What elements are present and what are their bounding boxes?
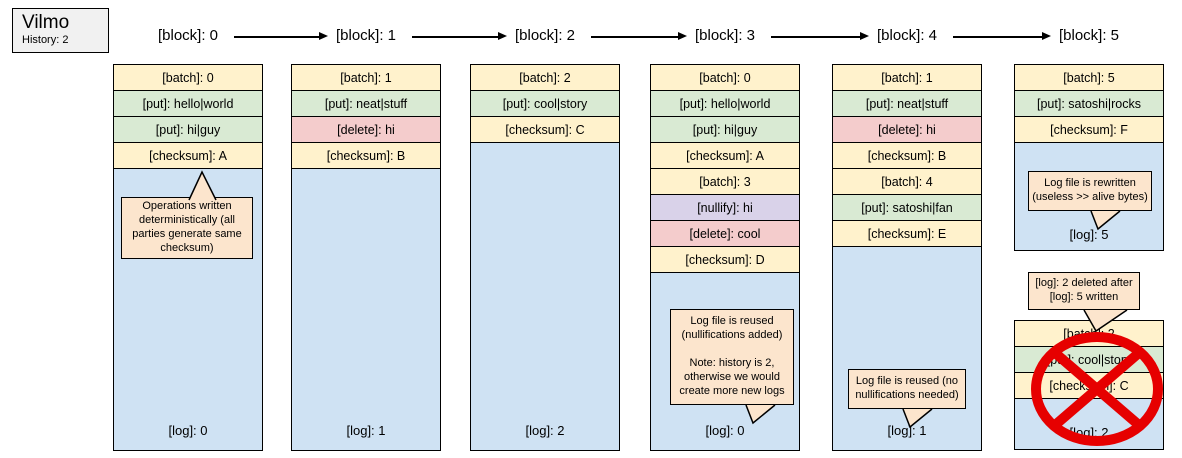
log-label: [log]: 0: [168, 423, 208, 438]
op-row-put: [put]: hi|guy: [113, 116, 263, 143]
block-header-5: [block]: 5: [1058, 27, 1120, 44]
op-row-nullify: [nullify]: hi: [650, 194, 800, 221]
op-stack: [batch]: 1[put]: neat|stuff[delete]: hi[…: [832, 64, 982, 247]
red-cross-circle-icon: [1031, 332, 1163, 446]
log-label: [log]: 1: [346, 423, 386, 438]
op-row-batch: [batch]: 0: [650, 64, 800, 91]
op-row-put: [put]: cool|story: [470, 90, 620, 117]
block-header-0: [block]: 0: [157, 27, 219, 44]
op-row-batch: [batch]: 1: [291, 64, 441, 91]
op-row-checksum: [checksum]: B: [832, 142, 982, 169]
block-column-4: [batch]: 1[put]: neat|stuff[delete]: hi[…: [832, 64, 982, 451]
log-file-box: Log file is reused (nullifications added…: [650, 272, 800, 451]
op-row-checksum: [checksum]: A: [650, 142, 800, 169]
callout-log-rewritten: Log file is rewritten (useless >> alive …: [1028, 171, 1152, 211]
op-row-batch: [batch]: 2: [470, 64, 620, 91]
op-row-batch: [batch]: 3: [650, 168, 800, 195]
flow-arrow-icon: [591, 33, 687, 39]
log-file-box: Log file is reused (no nullifications ne…: [832, 246, 982, 451]
flow-arrow-icon: [234, 33, 328, 39]
log-file-box: [log]: 1: [291, 168, 441, 451]
block-header-4: [block]: 4: [876, 27, 938, 44]
op-row-put: [put]: neat|stuff: [291, 90, 441, 117]
op-stack: [batch]: 2[put]: cool|story[checksum]: C: [470, 64, 620, 143]
callout-tail-icon: [745, 404, 776, 425]
callout-operations-deterministic: Operations written deterministically (al…: [121, 197, 253, 259]
op-stack: [batch]: 0[put]: hello|world[put]: hi|gu…: [650, 64, 800, 273]
callout-tail-icon: [902, 408, 933, 429]
op-row-checksum: [checksum]: E: [832, 220, 982, 247]
block-column-0: [batch]: 0[put]: hello|world[put]: hi|gu…: [113, 64, 263, 451]
block-column-3: [batch]: 0[put]: hello|world[put]: hi|gu…: [650, 64, 800, 451]
log-label: [log]: 0: [705, 423, 745, 438]
op-stack: [batch]: 5[put]: satoshi|rocks[checksum]…: [1014, 64, 1164, 143]
block-column-2: [batch]: 2[put]: cool|story[checksum]: C…: [470, 64, 620, 451]
op-row-put: [put]: satoshi|rocks: [1014, 90, 1164, 117]
op-row-checksum: [checksum]: A: [113, 142, 263, 169]
block-header-3: [block]: 3: [694, 27, 756, 44]
op-row-batch: [batch]: 4: [832, 168, 982, 195]
app-title: Vilmo: [22, 12, 70, 33]
log-file-box: [log]: 2: [470, 142, 620, 451]
callout-tail-icon: [1090, 210, 1121, 231]
callout-tail-icon: [1083, 309, 1128, 333]
log-file-box: Log file is rewritten (useless >> alive …: [1014, 142, 1164, 251]
op-row-delete: [delete]: hi: [291, 116, 441, 143]
op-row-put: [put]: hello|world: [113, 90, 263, 117]
log-file-box: Operations written deterministically (al…: [113, 168, 263, 451]
log-label: [log]: 1: [887, 423, 927, 438]
log-label: [log]: 5: [1069, 227, 1109, 242]
vilmo-config-box: Vilmo History: 2: [12, 8, 109, 53]
callout-tail-icon: [188, 170, 217, 201]
block-column-5: [batch]: 5[put]: satoshi|rocks[checksum]…: [1014, 64, 1164, 251]
op-row-put: [put]: hello|world: [650, 90, 800, 117]
op-row-put: [put]: satoshi|fan: [832, 194, 982, 221]
block-header-2: [block]: 2: [514, 27, 576, 44]
op-row-put: [put]: neat|stuff: [832, 90, 982, 117]
callout-log-deleted: [log]: 2 deleted after [log]: 5 written: [1028, 272, 1140, 310]
op-row-checksum: [checksum]: C: [470, 116, 620, 143]
flow-arrow-icon: [953, 33, 1051, 39]
op-row-batch: [batch]: 1: [832, 64, 982, 91]
block-column-1: [batch]: 1[put]: neat|stuff[delete]: hi[…: [291, 64, 441, 451]
op-row-batch: [batch]: 5: [1014, 64, 1164, 91]
flow-arrow-icon: [412, 33, 507, 39]
op-row-put: [put]: hi|guy: [650, 116, 800, 143]
callout-log-reused-nullifications: Log file is reused (nullifications added…: [670, 309, 794, 405]
history-setting: History: 2: [22, 34, 69, 46]
callout-log-reused-no-nullifications: Log file is reused (no nullifications ne…: [848, 369, 966, 409]
op-row-checksum: [checksum]: F: [1014, 116, 1164, 143]
log-label: [log]: 2: [525, 423, 565, 438]
op-stack: [batch]: 1[put]: neat|stuff[delete]: hi[…: [291, 64, 441, 169]
flow-arrow-icon: [771, 33, 869, 39]
op-row-delete: [delete]: hi: [832, 116, 982, 143]
op-row-delete: [delete]: cool: [650, 220, 800, 247]
op-stack: [batch]: 0[put]: hello|world[put]: hi|gu…: [113, 64, 263, 169]
op-row-checksum: [checksum]: B: [291, 142, 441, 169]
block-header-1: [block]: 1: [335, 27, 397, 44]
op-row-put: [put]: cool|story: [1014, 346, 1164, 373]
op-row-batch: [batch]: 0: [113, 64, 263, 91]
op-row-checksum: [checksum]: D: [650, 246, 800, 273]
